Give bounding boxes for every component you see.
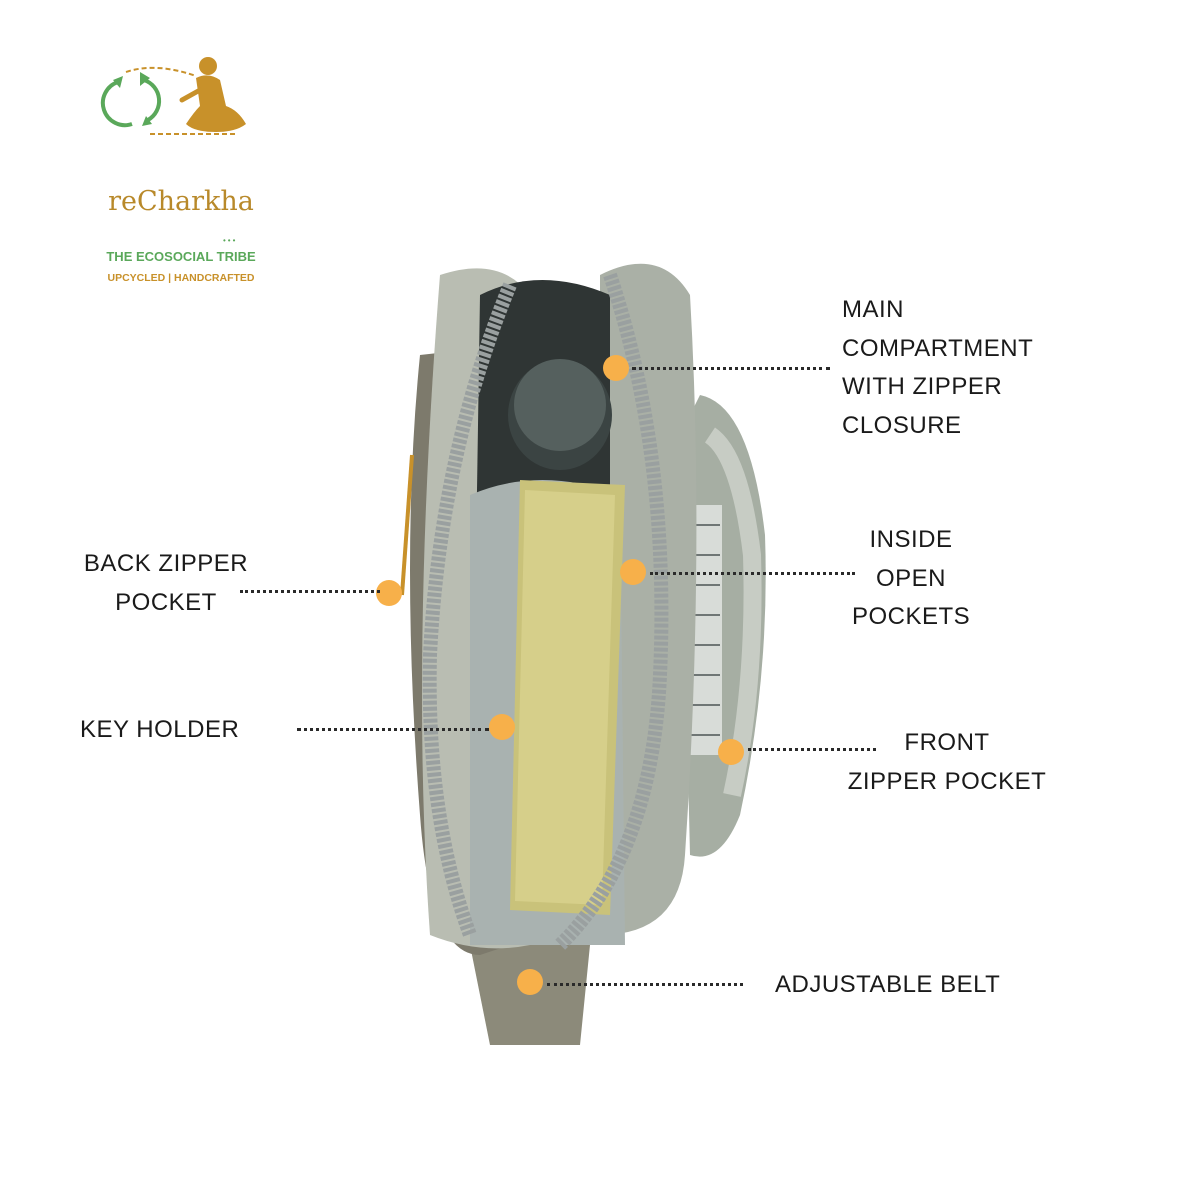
adjustable-belt-marker <box>517 969 543 995</box>
bag-photo <box>400 263 766 1045</box>
key-holder-marker <box>489 714 515 740</box>
main-compartment-label: MAIN COMPARTMENT WITH ZIPPER CLOSURE <box>842 296 1034 439</box>
front-zipper-label: FRONT ZIPPER POCKET <box>847 729 1047 795</box>
brand-tagline: THE ECOSOCIAL TRIBE <box>106 249 256 264</box>
inside-pockets-marker <box>620 559 646 585</box>
recharkha-logo-icon <box>100 57 246 135</box>
inside-pockets-leader <box>650 572 855 575</box>
key-holder-leader <box>297 728 489 731</box>
main-compartment-marker <box>603 355 629 381</box>
back-zipper-label: BACK ZIPPER POCKET <box>83 550 249 616</box>
key-holder-label: KEY HOLDER <box>80 716 240 743</box>
adjustable-belt-label: ADJUSTABLE BELT <box>775 971 1001 998</box>
brand-subtag: UPCYCLED | HANDCRAFTED <box>107 272 255 284</box>
main-compartment-leader <box>632 367 830 370</box>
adjustable-belt-leader <box>547 983 743 986</box>
brand-logo: reCharkha ••• THE ECOSOCIAL TRIBE UPCYCL… <box>96 54 266 283</box>
front-zipper-marker <box>718 739 744 765</box>
brand-dots: ••• <box>223 236 238 245</box>
back-zipper-leader <box>240 590 380 593</box>
front-zipper-leader <box>748 748 876 751</box>
inside-pockets-label: INSIDE OPEN POCKETS <box>852 526 971 630</box>
back-zipper-marker <box>376 580 402 606</box>
brand-name: reCharkha <box>108 186 254 217</box>
